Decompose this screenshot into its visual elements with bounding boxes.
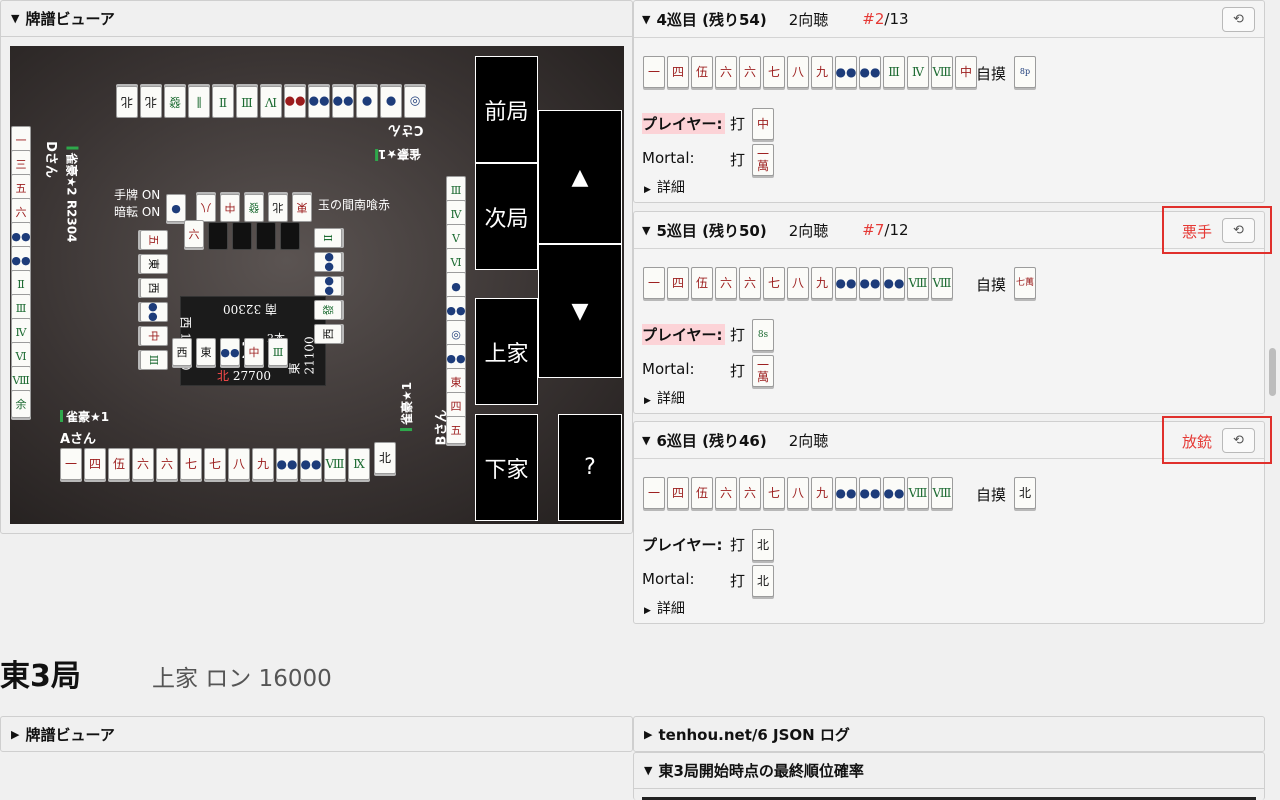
mortal-label: Mortal: — [642, 149, 695, 167]
east-player-name: Bさん — [434, 409, 450, 446]
player-da: 打 — [730, 326, 746, 344]
annotation-box-bad-move — [1162, 206, 1272, 254]
help-button[interactable]: ? — [558, 414, 622, 521]
tsumo-tile: 8p — [1014, 56, 1036, 88]
mortal-discard-tile: 一萬 — [752, 355, 774, 387]
west-player-rank: 雀豪★2 R2304 — [63, 146, 80, 242]
tsumo-tile: 七萬 — [1014, 267, 1036, 299]
mortal-da: 打 — [730, 572, 746, 590]
status-ankan: 暗転 ON — [114, 205, 161, 219]
next-round-button[interactable]: 次局 — [475, 163, 538, 270]
json-log-panel[interactable]: ▶ tenhou.net/6 JSON ログ — [633, 716, 1265, 752]
north-player-rank: 雀豪★1 — [372, 146, 421, 163]
south-player-name: Aさん — [60, 432, 97, 447]
mortal-label: Mortal: — [642, 360, 695, 378]
expand-triangle-icon: ▶ — [11, 727, 20, 741]
shanten: 2向聴 — [788, 431, 829, 450]
player-label: プレイヤー: — [642, 324, 725, 345]
rank-index: #7/12 — [862, 221, 909, 239]
player-da: 打 — [730, 536, 746, 554]
prev-round-button[interactable]: 前局 — [475, 56, 538, 163]
north-player-name: Cさん — [388, 122, 424, 137]
collapse-triangle-icon: ▼ — [642, 223, 651, 237]
round-card-6: ▼ 6巡目 (残り46) 2向聴 放銃 ⟲ 一四伍六 六七八九 ●●●●●● Ⅷ… — [633, 421, 1265, 624]
up-button[interactable]: ▲ — [538, 110, 622, 244]
round-card-5: ▼ 5巡目 (残り50) 2向聴 #7/12 悪手 ⟲ 一四伍六 六七八九 ●●… — [633, 211, 1265, 414]
mortal-discard-tile: 北 — [752, 565, 774, 597]
kamicha-button[interactable]: 上家 — [475, 298, 538, 405]
prob-table-top-border — [642, 797, 1256, 800]
mortal-discard-tile: 一萬 — [752, 144, 774, 176]
prob-panel[interactable]: ▼ 東3局開始時点の最終順位確率 — [633, 752, 1265, 800]
player-label: プレイヤー: — [642, 536, 723, 554]
prob-title: 東3局開始時点の最終順位確率 — [658, 762, 864, 780]
details-toggle[interactable]: ▶詳細 — [644, 601, 685, 617]
west-player-name: Dさん — [42, 141, 58, 178]
east-player-rank: 雀豪★1 — [398, 382, 415, 432]
refresh-icon[interactable]: ⟲ — [1222, 7, 1255, 32]
score-left-wind: 西 — [178, 316, 193, 329]
refresh-icon[interactable]: ⟲ — [1222, 218, 1255, 243]
rank-index: #2/13 — [862, 10, 909, 28]
details-toggle[interactable]: ▶詳細 — [644, 180, 685, 196]
viewer-panel-collapsed[interactable]: ▶ 牌譜ビューア — [0, 716, 633, 752]
score-top-wind: 南 — [265, 302, 278, 316]
player-discard-tile: 8s — [752, 319, 774, 351]
tsumo-tile: 北 — [1014, 477, 1036, 509]
shimocha-button[interactable]: 下家 — [475, 414, 538, 521]
score-right-wind: 東 — [287, 362, 302, 375]
round-title: 4巡目 (残り54) — [656, 10, 767, 29]
refresh-icon[interactable]: ⟲ — [1222, 428, 1255, 453]
collapse-triangle-icon: ▼ — [644, 764, 653, 777]
annotation-box-deal-in — [1162, 416, 1272, 464]
shanten: 2向聴 — [788, 10, 829, 29]
tsumo-label: 自摸 — [976, 486, 1007, 504]
mistake-label: 悪手 — [1181, 223, 1212, 241]
score-bottom-wind: 北 — [217, 369, 230, 383]
shanten: 2向聴 — [788, 221, 829, 240]
player-discard-tile: 北 — [752, 529, 774, 561]
round-card-4: ▼ 4巡目 (残り54) 2向聴 #2/13 ⟲ 一四伍六 六七八九 ●●●●Ⅲ… — [633, 0, 1265, 203]
viewer-panel-title: 牌譜ビューア — [25, 10, 115, 28]
round-header-4[interactable]: ▼ 4巡目 (残り54) 2向聴 #2/13 ⟲ — [634, 1, 1264, 38]
mortal-da: 打 — [730, 362, 746, 380]
round-title: 6巡目 (残り46) — [656, 431, 767, 450]
score-top: 32300 — [223, 302, 262, 316]
player-da: 打 — [730, 115, 746, 133]
round-header-6[interactable]: ▼ 6巡目 (残り46) 2向聴 放銃 ⟲ — [634, 422, 1264, 459]
collapse-triangle-icon: ▼ — [642, 12, 651, 26]
json-log-title: tenhou.net/6 JSON ログ — [658, 725, 850, 744]
mistake-label: 放銃 — [1181, 433, 1212, 451]
status-hand: 手牌 ON — [114, 188, 161, 202]
mahjong-board[interactable]: 北 北 發 ∥ Ⅱ Ⅲ Ⅳ ●● ●● ●● ● ● ◎ Cさん 雀豪★1 Dさ… — [10, 46, 624, 524]
kyoku-result: 上家 ロン 16000 — [152, 666, 332, 692]
round-title: 5巡目 (残り50) — [656, 221, 767, 240]
player-label: プレイヤー: — [642, 113, 725, 134]
scrollbar-thumb[interactable] — [1269, 348, 1276, 396]
viewer2-title: 牌譜ビューア — [25, 725, 115, 744]
score-bottom: 27700 — [232, 369, 272, 383]
expand-triangle-icon: ▶ — [644, 727, 653, 741]
mortal-label: Mortal: — [642, 570, 695, 588]
round-header-5[interactable]: ▼ 5巡目 (残り50) 2向聴 #7/12 悪手 ⟲ — [634, 212, 1264, 249]
rule-label: 玉の間南喰赤 — [318, 198, 391, 212]
down-button[interactable]: ▼ — [538, 244, 622, 378]
collapse-triangle-icon: ▼ — [642, 433, 651, 447]
details-toggle[interactable]: ▶詳細 — [644, 391, 685, 407]
viewer-panel-header[interactable]: ▼ 牌譜ビューア — [1, 1, 632, 37]
kyoku-title: 東3局 — [0, 659, 81, 694]
player-discard-tile: 中 — [752, 108, 774, 140]
tsumo-label: 自摸 — [976, 65, 1007, 83]
mortal-da: 打 — [730, 151, 746, 169]
tsumo-label: 自摸 — [976, 276, 1007, 294]
collapse-triangle-icon: ▼ — [11, 12, 20, 25]
south-player-rank: 雀豪★1 — [60, 408, 109, 425]
